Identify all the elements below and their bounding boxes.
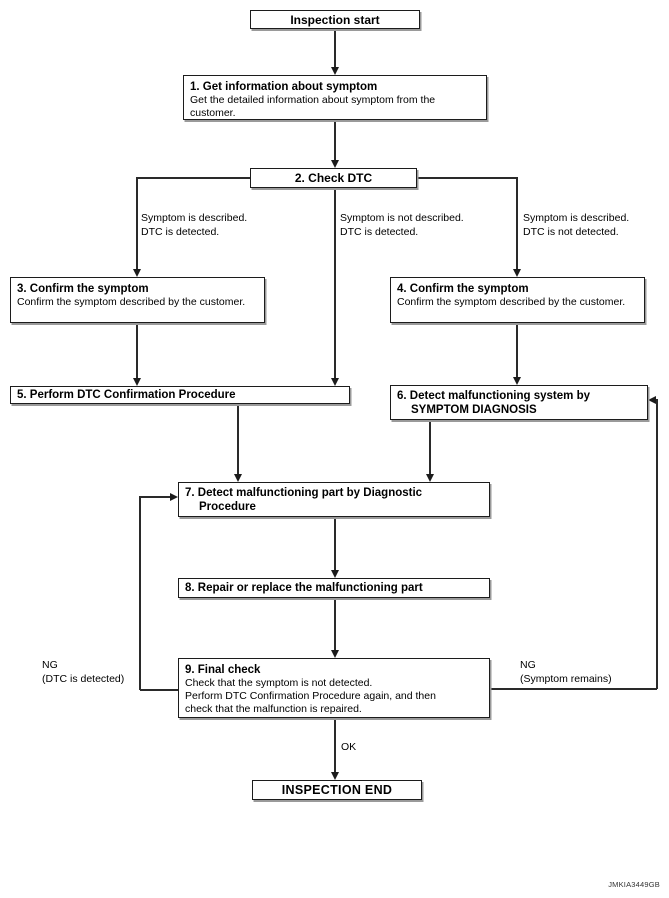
connector-ng-right-bottom [490,688,657,690]
ok-label: OK [341,741,357,753]
inspection-end-label: INSPECTION END [281,783,393,797]
connector-step4-step6 [516,323,518,378]
arrowhead-into-step6 [513,377,521,385]
ng-right-line1: NG [520,659,536,671]
arrowhead-into-end [331,772,339,780]
branch-label-right-line1: Symptom is described. [523,212,630,224]
arrowhead-into-step5 [133,378,141,386]
flow-node-step1-get-information: 1. Get information about symptom Get the… [183,75,487,120]
step4-title: 4. Confirm the symptom [397,283,529,295]
flow-node-step5-dtc-confirmation: 5. Perform DTC Confirmation Procedure [10,386,350,404]
connector-branch-left-vertical [136,177,138,270]
branch-label-left: Symptom is described. DTC is detected. [141,211,247,239]
arrowhead-step6-into-step7 [426,474,434,482]
arrowhead-into-step2 [331,160,339,168]
arrowhead-ng-into-step6 [648,396,656,404]
flow-node-step3-confirm-symptom: 3. Confirm the symptom Confirm the sympt… [10,277,265,323]
flow-node-inspection-start: Inspection start [250,10,420,29]
arrowhead-into-step9 [331,650,339,658]
connector-start-step1 [334,28,336,68]
flow-node-step8-repair-replace: 8. Repair or replace the malfunctioning … [178,578,490,598]
step8-title: 8. Repair or replace the malfunctioning … [185,582,423,594]
step5-title: 5. Perform DTC Confirmation Procedure [17,389,236,401]
connector-ng-left-top [140,496,171,498]
step7-title-line1: 7. Detect malfunctioning part by Diagnos… [185,487,423,499]
connector-step9-end [334,718,336,773]
connector-step5-step7 [237,404,239,475]
step1-body: Get the detailed information about sympt… [190,94,436,119]
ng-left-line1: NG [42,659,58,671]
branch-label-right: Symptom is described. DTC is not detecte… [523,211,629,239]
connector-step7-step8 [334,517,336,571]
step6-title-line2: SYMPTOM DIAGNOSIS [411,404,537,416]
connector-ng-left-bottom [140,689,178,691]
connector-ng-left-vertical [139,496,141,690]
step9-body-line2: Perform DTC Confirmation Procedure again… [185,690,436,702]
flow-node-inspection-end: INSPECTION END [252,780,422,800]
branch-label-left-line2: DTC is detected. [141,226,220,238]
ng-label-left: NG (DTC is detected) [42,658,124,686]
connector-step8-step9 [334,598,336,651]
connector-branch-right-horizontal [417,177,517,179]
arrowhead-into-step3 [133,269,141,277]
connector-step1-step2 [334,120,336,161]
step9-body-line3: check that the malfunction is repaired. [185,703,362,715]
flow-node-step6-symptom-diagnosis: 6. Detect malfunctioning system by SYMPT… [390,385,648,420]
arrowhead-into-step1 [331,67,339,75]
step9-title: 9. Final check [185,664,261,676]
ng-label-right: NG (Symptom remains) [520,658,612,686]
connector-branch-right-vertical [516,177,518,270]
connector-branch-left-horizontal [137,177,250,179]
arrowhead-middle-into-step5 [331,378,339,386]
arrowhead-step5-into-step7 [234,474,242,482]
flow-node-step2-check-dtc: 2. Check DTC [250,168,417,188]
branch-label-right-line2: DTC is not detected. [523,226,619,238]
inspection-start-label: Inspection start [290,12,380,27]
step6-title-line1: 6. Detect malfunctioning system by [397,390,590,402]
connector-step6-step7 [429,420,431,475]
arrowhead-ng-into-step7 [170,493,178,501]
step3-title: 3. Confirm the symptom [17,283,149,295]
branch-label-middle-line2: DTC is detected. [340,226,419,238]
arrowhead-into-step4 [513,269,521,277]
connector-ng-right-top [654,399,658,401]
connector-branch-middle-vertical [334,188,336,379]
step9-body-line1: Check that the symptom is not detected. [185,677,373,689]
flow-node-step4-confirm-symptom: 4. Confirm the symptom Confirm the sympt… [390,277,645,323]
step4-body: Confirm the symptom described by the cus… [397,296,626,308]
branch-label-middle: Symptom is not described. DTC is detecte… [340,211,464,239]
ng-left-line2: (DTC is detected) [42,673,125,685]
arrowhead-into-step8 [331,570,339,578]
ng-right-line2: (Symptom remains) [520,673,612,685]
step3-body: Confirm the symptom described by the cus… [17,296,246,308]
connector-step3-step5 [136,323,138,379]
step7-title-line2: Procedure [199,501,256,513]
flow-node-step7-diagnostic-procedure: 7. Detect malfunctioning part by Diagnos… [178,482,490,517]
flow-node-step9-final-check: 9. Final check Check that the symptom is… [178,658,490,718]
branch-label-middle-line1: Symptom is not described. [340,212,464,224]
branch-label-left-line1: Symptom is described. [141,212,248,224]
step1-title: 1. Get information about symptom [190,81,378,93]
step2-title: 2. Check DTC [294,171,373,185]
figure-code: JMKIA3449GB [608,880,660,889]
connector-ng-right-vertical [656,399,658,689]
